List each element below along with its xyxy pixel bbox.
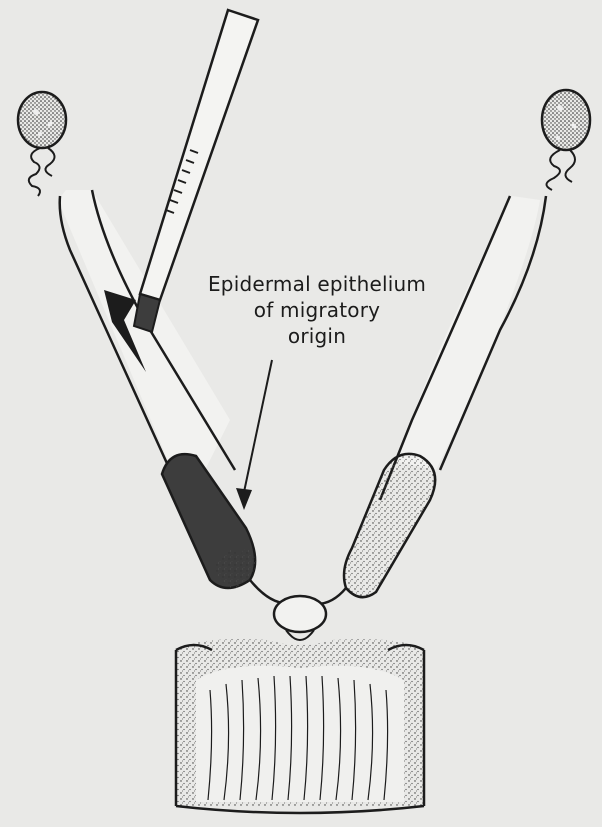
right-bulb [542, 90, 590, 190]
annotation-line-1: Epidermal epithelium [182, 272, 452, 296]
left-bulb [18, 92, 66, 196]
junction [250, 580, 346, 640]
annotation-line-3: origin [182, 324, 452, 348]
lower-body [176, 639, 424, 813]
annotation-arrow [236, 360, 272, 510]
left-graft [162, 454, 256, 588]
right-graft [344, 454, 435, 597]
annotation-line-2: of migratory [182, 298, 452, 322]
